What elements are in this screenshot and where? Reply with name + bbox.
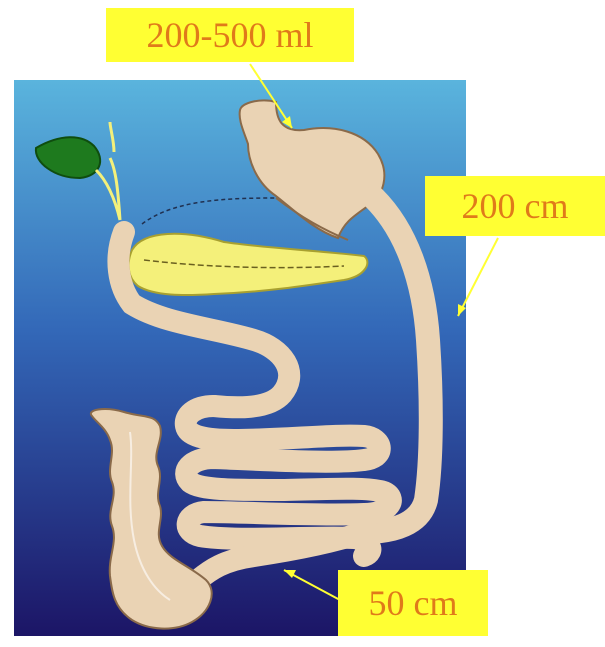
jejunum-length-label: 200 cm <box>425 176 605 236</box>
digestive-system-illustration <box>14 80 466 636</box>
stomach-volume-label: 200-500 ml <box>106 8 354 62</box>
ileum-length-label: 50 cm <box>338 570 488 636</box>
